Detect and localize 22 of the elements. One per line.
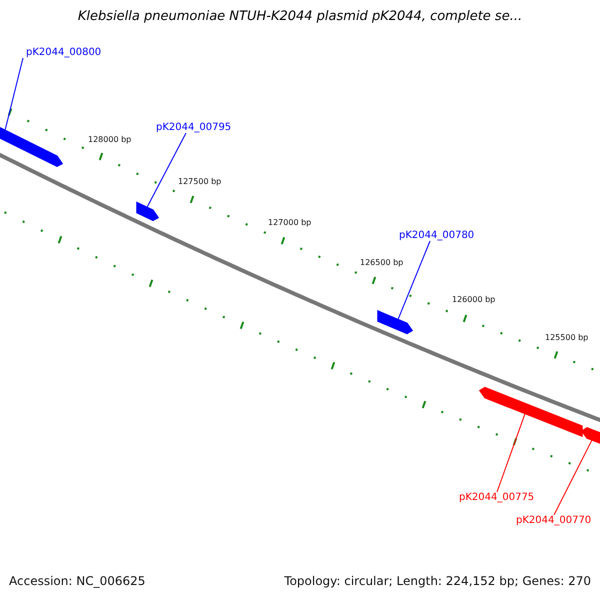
gene-label: pK2044_00775 xyxy=(459,492,534,503)
gene-arrow xyxy=(377,310,414,334)
leader-line xyxy=(4,58,24,131)
title: Klebsiella pneumoniae NTUH-K2044 plasmid pK2044, complete se... xyxy=(76,10,524,24)
footer-text: Topology: circular; Length: 224,152 bp; Genes: 270 xyxy=(284,575,591,588)
tick-label: 126000 bp xyxy=(452,296,496,305)
tick-label: 127500 bp xyxy=(178,178,222,187)
leader-line xyxy=(146,132,186,208)
leader-line xyxy=(496,413,526,492)
gene-arrow xyxy=(136,202,160,222)
tick-label: 125500 bp xyxy=(545,334,588,343)
tick-label: 128000 bp xyxy=(88,136,132,145)
footer-text: Accession: NC_006625 xyxy=(9,575,146,588)
gene-label: pK2044_00795 xyxy=(156,122,232,133)
leader-line xyxy=(554,439,592,516)
gene-label: pK2044_00780 xyxy=(399,230,474,241)
tick-label: 126500 bp xyxy=(360,259,404,268)
gene-arrow xyxy=(478,386,583,438)
tick-label: 127000 bp xyxy=(268,219,312,228)
leader-line xyxy=(398,240,430,320)
gene-label: pK2044_00770 xyxy=(516,515,592,526)
gene-label: pK2044_00800 xyxy=(26,47,102,58)
